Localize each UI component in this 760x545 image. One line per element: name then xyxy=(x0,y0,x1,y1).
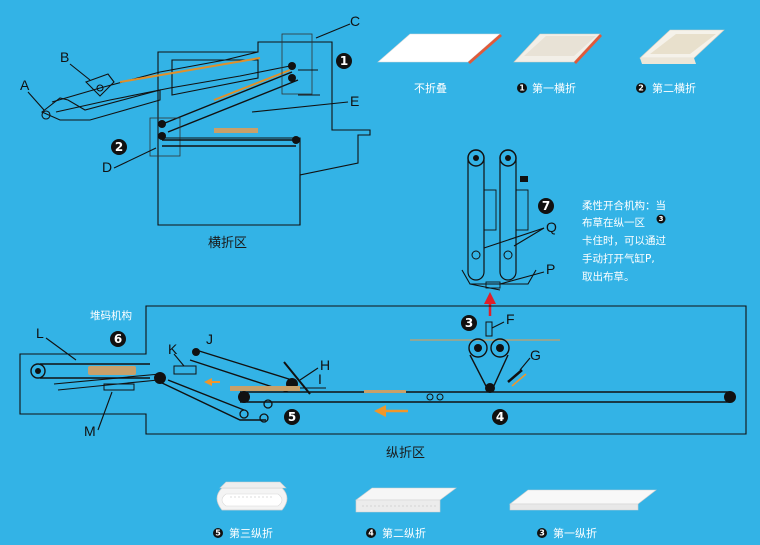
svg-text:第一横折: 第一横折 xyxy=(532,81,576,95)
horizontal-fold-machine xyxy=(40,33,371,226)
badge-5: 5 xyxy=(284,409,300,425)
svg-text:第二横折: 第二横折 xyxy=(652,81,696,95)
label-c: C xyxy=(350,13,360,29)
label-f: F xyxy=(506,311,515,327)
label-i: I xyxy=(318,371,322,387)
svg-text:布草在纵一区: 布草在纵一区 xyxy=(582,217,645,229)
svg-text:取出布草。: 取出布草。 xyxy=(582,270,635,283)
linen-second-vertical-illustration xyxy=(355,487,457,513)
caption-unfolded: 不折叠 xyxy=(414,81,447,95)
svg-text:第二纵折: 第二纵折 xyxy=(382,526,426,540)
linen-first-vertical-illustration xyxy=(509,489,657,511)
svg-text:3: 3 xyxy=(659,215,664,223)
label-l: L xyxy=(36,325,44,341)
svg-text:第一纵折: 第一纵折 xyxy=(553,526,597,540)
svg-text:4: 4 xyxy=(368,529,374,538)
svg-text:7: 7 xyxy=(542,199,550,213)
linen-third-vertical-illustration xyxy=(216,481,288,511)
svg-text:2: 2 xyxy=(115,140,123,154)
linen-first-horizontal-illustration xyxy=(513,33,602,64)
caption-first-vertical: 3 第一纵折 xyxy=(537,526,597,540)
vertical-fold-machine xyxy=(19,305,747,435)
badge-2: 2 xyxy=(111,139,127,155)
caption-second-horizontal: 2 第二横折 xyxy=(636,81,696,95)
label-k: K xyxy=(168,341,178,357)
badge-6: 6 xyxy=(110,331,126,347)
label-h: H xyxy=(320,357,330,373)
svg-text:5: 5 xyxy=(215,529,221,538)
svg-text:1: 1 xyxy=(519,84,525,93)
svg-text:2: 2 xyxy=(638,84,644,93)
transfer-arrow-up xyxy=(484,292,496,316)
label-q: Q xyxy=(546,219,557,235)
badge-3: 3 xyxy=(461,315,477,331)
label-e: E xyxy=(350,93,359,109)
flexible-open-close-mechanism xyxy=(461,149,537,291)
vertical-zone-label: 纵折区 xyxy=(386,446,425,461)
svg-text:4: 4 xyxy=(496,410,504,424)
label-g: G xyxy=(530,347,541,363)
caption-second-vertical: 4 第二纵折 xyxy=(366,526,426,540)
badge-1: 1 xyxy=(336,53,352,69)
label-m: M xyxy=(84,423,96,439)
caption-first-horizontal: 1 第一横折 xyxy=(517,81,576,95)
svg-text:3: 3 xyxy=(465,316,473,330)
svg-text:3: 3 xyxy=(539,529,545,538)
svg-text:6: 6 xyxy=(114,332,122,346)
mechanism-note: 柔性开合机构：当 布草在纵一区 3 卡住时，可以通过 手动打开气缸P, 取出布草… xyxy=(582,199,666,283)
flow-arrow-left-upper xyxy=(204,378,220,386)
label-j: J xyxy=(206,331,213,347)
badge-7: 7 xyxy=(538,198,554,214)
label-b: B xyxy=(60,49,69,65)
stacking-label: 堆码机构 xyxy=(90,309,132,322)
svg-text:1: 1 xyxy=(340,54,348,68)
caption-third-vertical: 5 第三纵折 xyxy=(213,526,273,540)
flow-arrow-left-main xyxy=(374,405,408,417)
svg-text:5: 5 xyxy=(288,410,296,424)
svg-text:手动打开气缸P,: 手动打开气缸P, xyxy=(582,252,655,265)
linen-unfolded-illustration xyxy=(377,33,502,64)
linen-second-horizontal-illustration xyxy=(639,29,725,64)
label-p: P xyxy=(546,261,555,277)
horizontal-zone-label: 横折区 xyxy=(208,236,247,251)
label-a: A xyxy=(20,77,30,93)
svg-text:第三纵折: 第三纵折 xyxy=(229,526,273,540)
label-d: D xyxy=(102,159,112,175)
svg-text:卡住时，可以通过: 卡住时，可以通过 xyxy=(582,234,666,247)
badge-4: 4 xyxy=(492,409,508,425)
svg-text:柔性开合机构：当: 柔性开合机构：当 xyxy=(582,199,666,212)
